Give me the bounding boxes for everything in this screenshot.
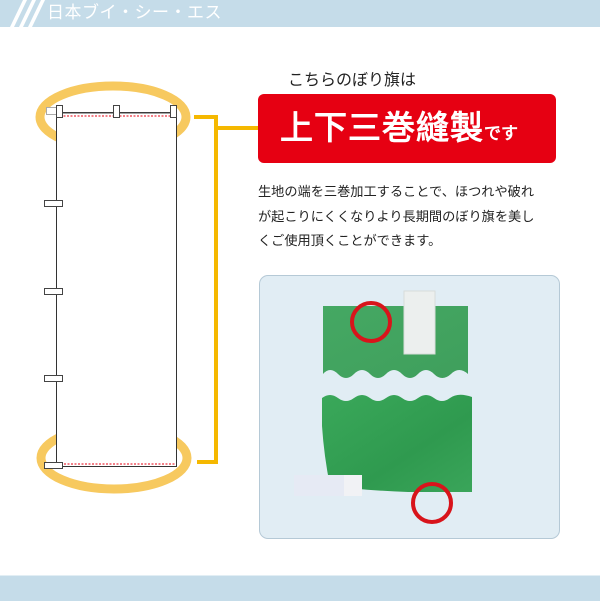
top-tab [113, 105, 120, 118]
description-line: 生地の端を三巻加工することで、ほつれや破れ [258, 185, 535, 200]
brand-title: 日本ブイ・シー・エス [47, 3, 222, 23]
description-line: くご使用頂くことができます。 [258, 234, 442, 249]
top-tab [170, 105, 177, 118]
highlight-badge: 上下三巻縫製です [258, 94, 556, 163]
side-tab [44, 200, 63, 207]
description: 生地の端を三巻加工することで、ほつれや破れ が起こりにくくなりより長期間のぼり旗… [258, 181, 588, 255]
banner-diagram [35, 81, 260, 494]
side-tab [44, 462, 63, 469]
footer-bar [0, 575, 600, 601]
flag-outline [56, 112, 177, 467]
highlight-suffix: です [484, 124, 518, 144]
callout-circle [411, 482, 453, 524]
callout-circle [350, 301, 392, 343]
highlight-main-text: 上下三巻縫製です [280, 108, 518, 147]
side-tab [44, 375, 63, 382]
top-tab [56, 105, 63, 118]
bracket-connector [194, 115, 218, 464]
diagonal-stripes-icon [10, 0, 45, 27]
description-line: が起こりにくくなりより長期間のぼり旗を美し [258, 209, 535, 225]
side-tab [44, 288, 63, 295]
header-bar: 日本ブイ・シー・エス [0, 0, 600, 27]
stitch-photo-panel [259, 275, 560, 539]
fabric-photo [294, 290, 472, 524]
intro-text: こちらのぼり旗は [288, 70, 417, 89]
